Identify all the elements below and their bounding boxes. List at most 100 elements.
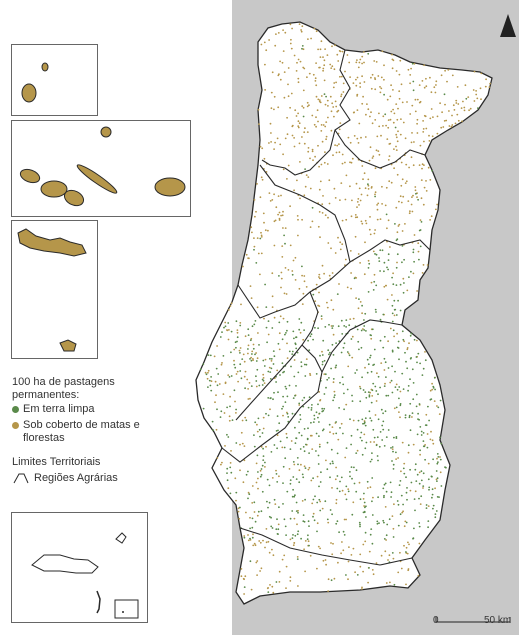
pasture-dot-clean	[359, 525, 361, 528]
pasture-dot-clean	[255, 380, 258, 382]
pasture-dot-forest	[333, 82, 336, 84]
pasture-dot-forest	[382, 115, 385, 118]
pasture-dot-clean	[326, 378, 329, 381]
pasture-dot-forest	[378, 153, 381, 156]
pasture-dot-forest	[473, 100, 476, 102]
pasture-dot-forest	[367, 178, 370, 181]
pasture-dot-clean	[260, 473, 263, 476]
pasture-dot-forest	[320, 163, 323, 166]
pasture-dot-clean	[405, 521, 408, 524]
pasture-dot-forest	[407, 451, 410, 454]
pasture-dot-forest	[316, 475, 319, 478]
pasture-dot-forest	[282, 168, 285, 171]
pasture-dot-clean	[291, 510, 294, 512]
pasture-dot-clean	[303, 450, 306, 453]
pasture-dot-clean	[226, 433, 228, 436]
pasture-dot-clean	[308, 525, 310, 527]
pasture-dot-forest	[263, 221, 265, 224]
pasture-dot-clean	[275, 473, 278, 475]
pasture-dot-clean	[354, 372, 357, 374]
pasture-dot-forest	[356, 206, 358, 209]
pasture-dot-forest	[296, 556, 299, 558]
pasture-dot-forest	[359, 199, 362, 202]
pasture-dot-clean	[236, 336, 239, 339]
pasture-dot-forest	[334, 478, 337, 481]
pasture-dot-clean	[391, 276, 393, 279]
pasture-dot-clean	[353, 277, 356, 280]
pasture-dot-clean	[294, 534, 297, 537]
pasture-dot-clean	[230, 471, 233, 474]
pasture-dot-clean	[265, 326, 268, 329]
pasture-dot-forest	[293, 542, 296, 544]
pasture-dot-forest	[342, 91, 345, 93]
pasture-dot-clean	[413, 338, 416, 341]
pasture-dot-clean	[226, 472, 228, 474]
pasture-dot-forest	[435, 208, 437, 211]
pasture-dots-forest	[204, 23, 491, 595]
pasture-dot-clean	[301, 47, 303, 50]
pasture-dot-clean	[367, 363, 370, 366]
pasture-dot-forest	[322, 124, 325, 126]
pasture-dot-clean	[251, 536, 254, 539]
pasture-dot-clean	[307, 427, 309, 430]
pasture-dot-forest	[460, 107, 463, 109]
pasture-dot-forest	[485, 78, 487, 81]
pasture-dot-forest	[419, 219, 422, 222]
pasture-dot-forest	[357, 253, 360, 255]
pasture-dot-forest	[260, 236, 263, 238]
pasture-dot-clean	[368, 567, 370, 569]
pasture-dot-forest	[315, 62, 317, 64]
pasture-dot-forest	[256, 560, 259, 562]
pasture-dot-clean	[416, 361, 418, 364]
pasture-dot-forest	[250, 226, 253, 229]
pasture-dot-clean	[379, 270, 381, 272]
pasture-dot-clean	[408, 416, 411, 419]
pasture-dot-forest	[332, 86, 335, 89]
pasture-dot-forest	[244, 370, 247, 373]
pasture-dot-clean	[267, 320, 270, 322]
pasture-dot-clean	[321, 354, 324, 356]
pasture-dot-clean	[391, 552, 394, 554]
pasture-dot-clean	[278, 506, 280, 509]
pasture-dot-forest	[251, 350, 254, 353]
pasture-dot-clean	[434, 513, 437, 515]
pasture-dot-clean	[310, 407, 313, 409]
pasture-dot-forest	[224, 321, 227, 324]
pasture-dot-clean	[411, 368, 414, 371]
pasture-dot-forest	[456, 113, 459, 116]
pasture-dot-forest	[322, 559, 325, 562]
pasture-dot-clean	[270, 397, 272, 399]
pasture-dot-clean	[329, 509, 332, 511]
pasture-dot-clean	[330, 367, 332, 370]
pasture-dot-clean	[351, 400, 354, 402]
pasture-dot-clean	[392, 468, 395, 470]
pasture-dot-clean	[433, 376, 436, 379]
pasture-dot-clean	[308, 396, 311, 399]
gold-dot-icon	[12, 422, 19, 429]
pasture-dot-forest	[290, 440, 293, 442]
pasture-dot-forest	[414, 189, 417, 192]
pasture-dot-forest	[398, 97, 401, 100]
pasture-dot-clean	[368, 395, 371, 398]
pasture-dot-forest	[386, 227, 388, 230]
pasture-dot-forest	[439, 456, 441, 458]
pasture-dot-forest	[393, 112, 396, 115]
pasture-dot-forest	[334, 100, 337, 103]
pasture-dot-forest	[401, 441, 404, 444]
pasture-dot-clean	[304, 467, 307, 469]
pasture-dot-clean	[210, 389, 213, 392]
pasture-dot-forest	[271, 585, 274, 588]
pasture-dot-forest	[222, 393, 225, 395]
pasture-dot-forest	[399, 133, 402, 136]
pasture-dot-forest	[354, 235, 357, 238]
pasture-dot-clean	[235, 491, 238, 494]
pasture-dot-clean	[379, 339, 382, 342]
pasture-dot-forest	[260, 567, 263, 570]
pasture-dot-forest	[332, 106, 335, 108]
pasture-dot-clean	[255, 375, 257, 378]
pasture-dot-forest	[297, 81, 300, 84]
pasture-dot-forest	[315, 116, 317, 119]
pasture-dot-clean	[350, 443, 352, 446]
pasture-dot-forest	[278, 332, 281, 335]
pasture-dot-clean	[418, 258, 420, 261]
